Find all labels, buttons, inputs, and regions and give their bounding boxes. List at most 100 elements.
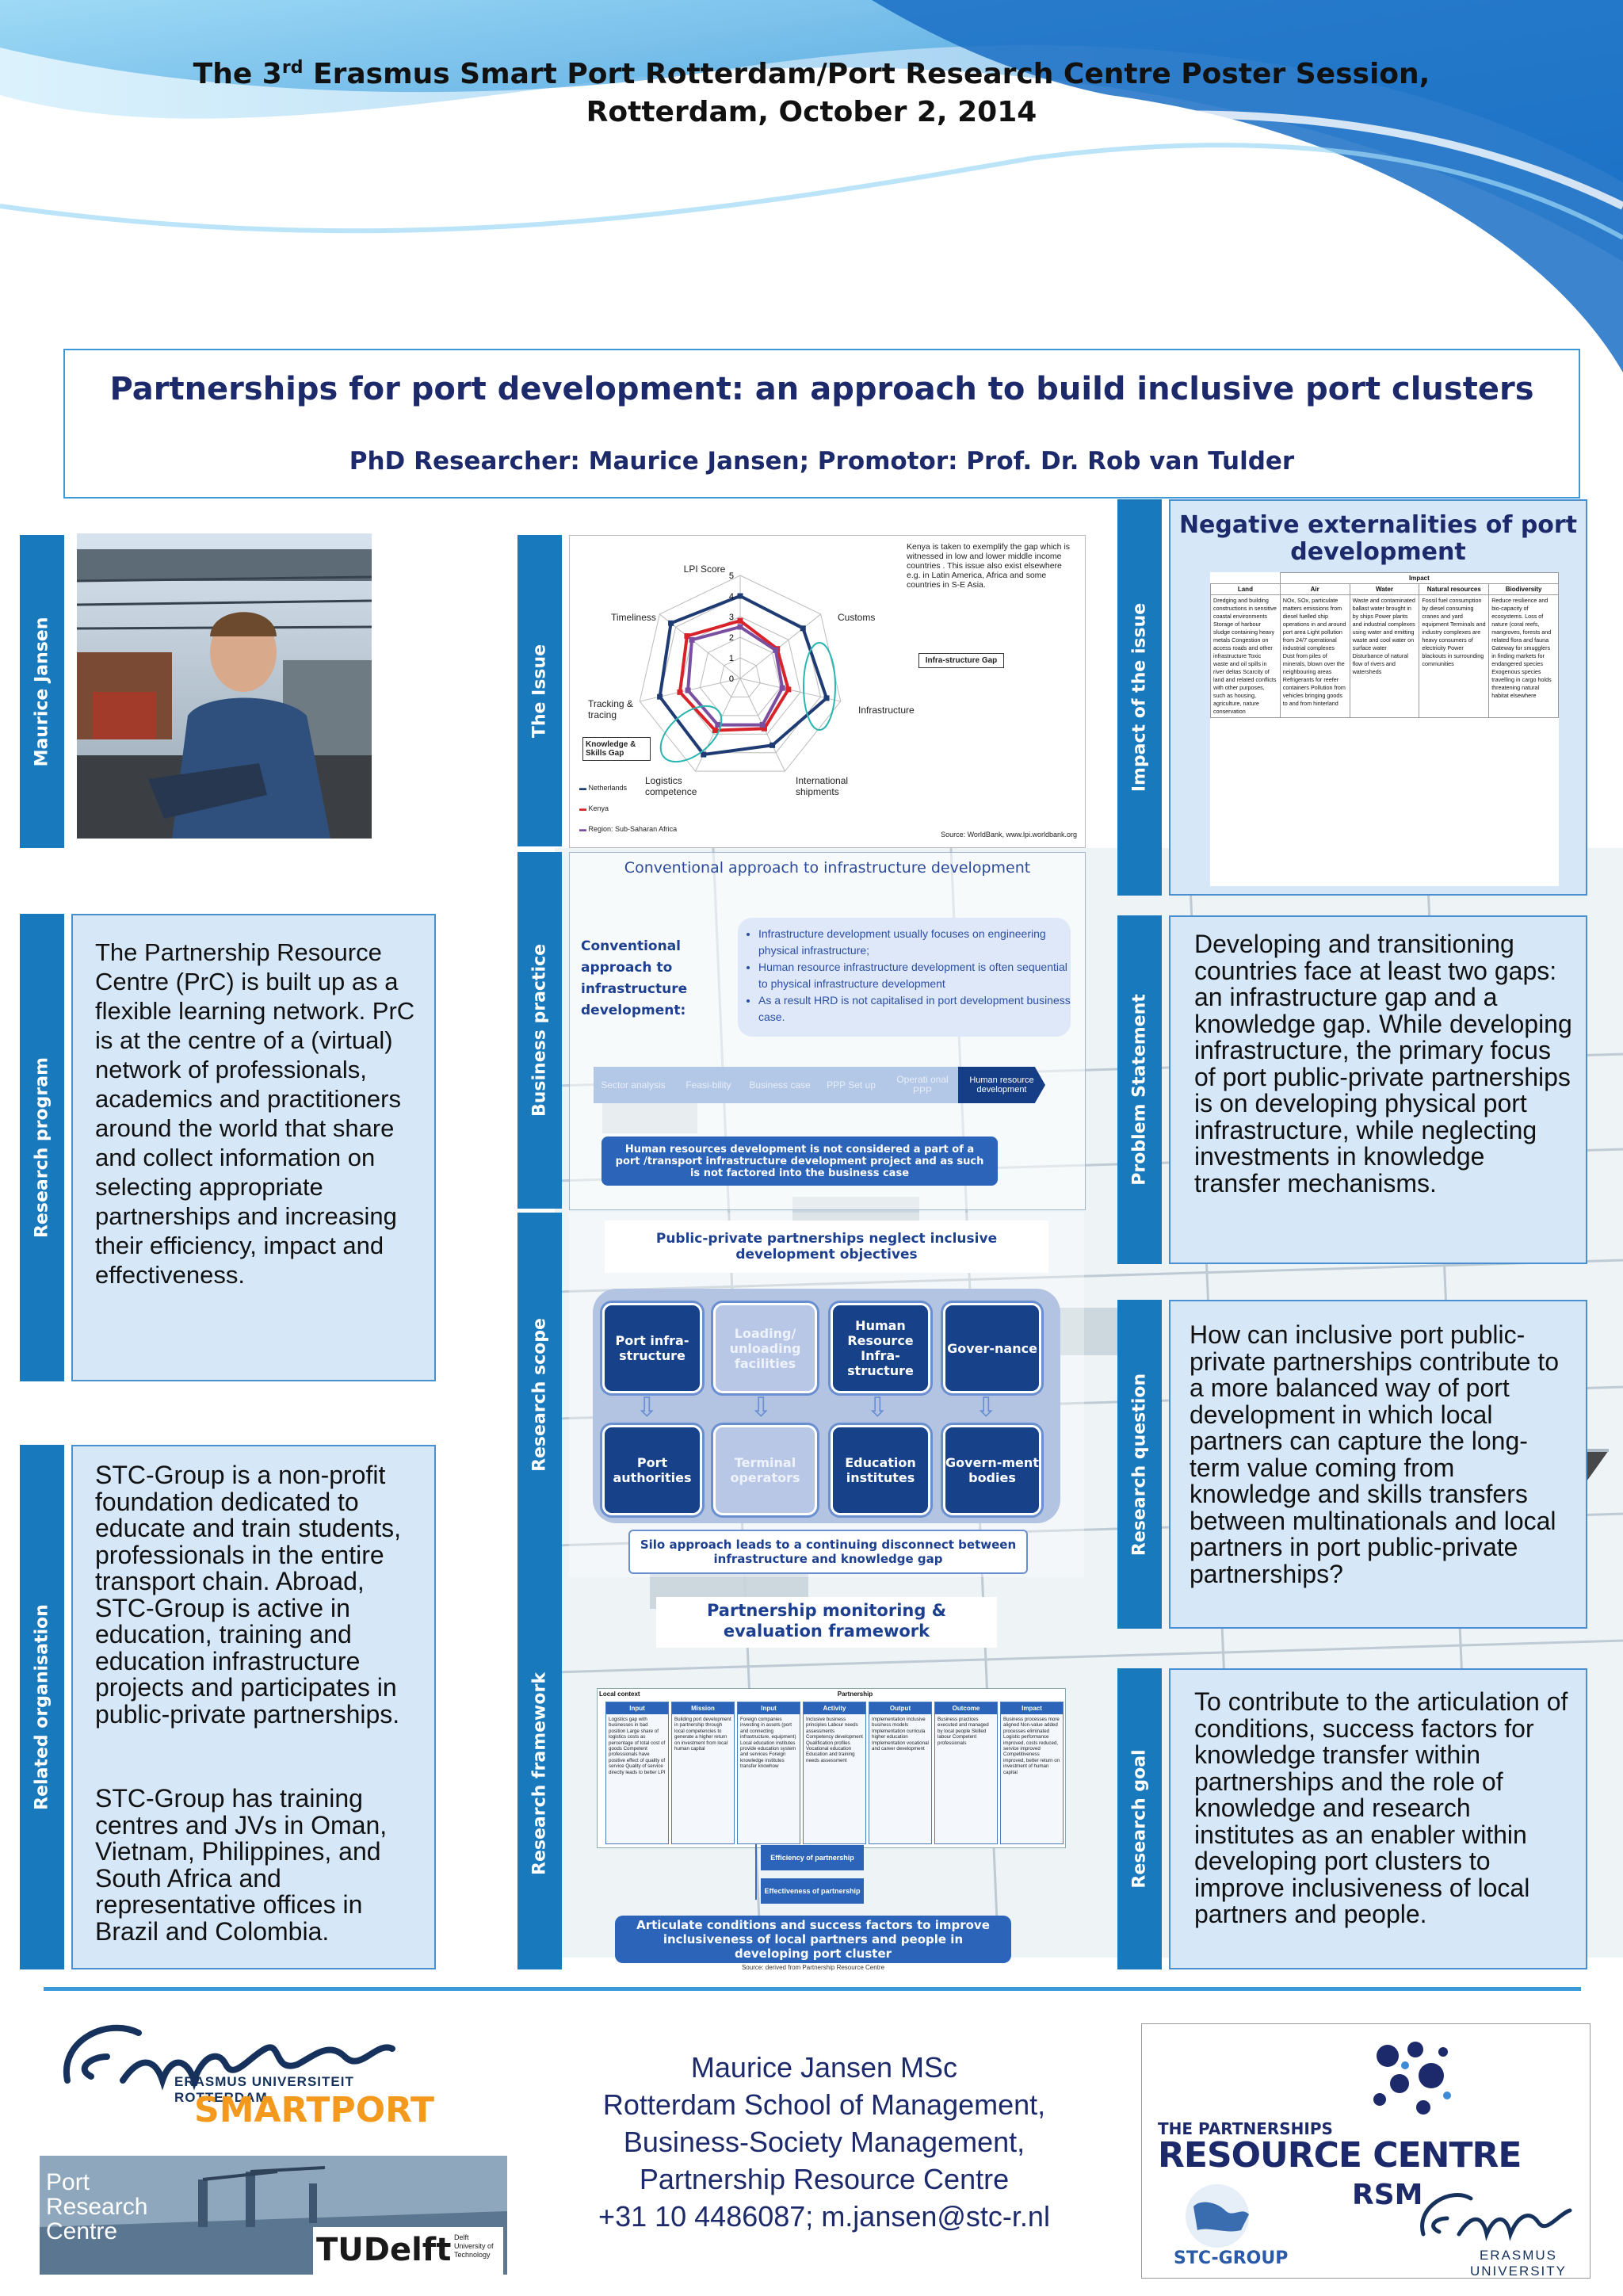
stc-globe-icon — [1186, 2184, 1249, 2248]
erasmus-text: ERASMUS UNIVERSITEIT ROTTERDAM — [174, 2074, 354, 2105]
chip-terminal-operators: Terminal operators — [713, 1425, 817, 1515]
table-cell: Dredging and building constructions in s… — [1210, 594, 1281, 718]
framework-column-header: Activity — [804, 1702, 865, 1714]
table-cell: Fossil fuel consumption by diesel consum… — [1419, 594, 1490, 718]
knowledge-gap-marker — [659, 705, 723, 763]
business-bullet: Infrastructure development usually focus… — [758, 926, 1071, 959]
series-kenya-point — [677, 689, 683, 695]
radar-legend: ▬ Netherlands ▬ Kenya ▬ Region: Sub-Saha… — [579, 777, 677, 839]
contact-school: Rotterdam School of Management, — [602, 2088, 1046, 2121]
chip-loading-facilities: Loading/ unloading facilities — [713, 1303, 817, 1393]
radar-scale-label: 3 — [729, 613, 734, 622]
smartport-text: SMARTPORT — [194, 2090, 435, 2130]
tab-maurice-jansen: Maurice Jansen — [20, 535, 64, 848]
axis-label-lpi: LPI Score — [683, 563, 726, 575]
knowledge-gap-label: Knowledge & Skills Gap — [582, 737, 651, 761]
chip-government-bodies: Govern-ment bodies — [943, 1425, 1041, 1515]
tudelft-text: TUDelft — [316, 2232, 452, 2268]
radar-ring — [639, 575, 842, 772]
series-kenya-point — [712, 728, 718, 734]
contact-centre: Partnership Resource Centre — [639, 2163, 1010, 2195]
prc-molecule-icon — [1373, 2042, 1451, 2115]
erasmus-smartport-logo: ERASMUS UNIVERSITEIT ROTTERDAM SMARTPORT — [44, 2009, 440, 2144]
framework-column-header: Mission — [672, 1702, 734, 1714]
tab-the-issue: The Issue — [517, 535, 562, 846]
problem-statement-panel: Developing and transitioning countries f… — [1169, 915, 1587, 1264]
radar-ring — [720, 657, 761, 697]
table-header-cell: Natural resources — [1419, 583, 1490, 595]
framework-column-header: Outcome — [935, 1702, 997, 1714]
series-africa-point — [685, 687, 691, 693]
chip-governance: Gover-nance — [943, 1303, 1041, 1393]
step-operational-ppp: Operati onal PPP — [887, 1067, 958, 1103]
framework-column-header: Input — [738, 1702, 800, 1714]
radar-scale-label: 2 — [729, 633, 734, 643]
step-sector-analysis: Sector analysis — [594, 1067, 673, 1103]
contact-department: Business-Society Management, — [623, 2126, 1025, 2158]
radar-scale-label: 0 — [729, 674, 734, 684]
framework-partnership: Partnership — [837, 1690, 873, 1698]
step-business-case: Business case — [744, 1067, 815, 1103]
table-header-cell: Land — [1210, 583, 1281, 595]
negative-table-row: Dredging and building constructions in s… — [1210, 594, 1559, 718]
researcher-photo — [77, 533, 372, 839]
header-wave-background — [0, 0, 1623, 372]
tab-research-goal: Research goal — [1117, 1668, 1162, 1969]
chip-port-authorities: Port authorities — [602, 1425, 702, 1515]
footer-divider — [44, 1987, 1581, 1991]
framework-column-text: Implementation inclusive business models… — [872, 1717, 929, 1752]
table-cell: NOx, SOx, particulate matters emissions … — [1279, 594, 1350, 718]
series-africa-point — [737, 624, 743, 630]
legend-africa: ▬ Region: Sub-Saharan Africa — [579, 825, 678, 833]
poster-title: Partnerships for port development: an ap… — [109, 371, 1534, 407]
research-scope-panel: Public-private partnerships neglect incl… — [569, 1213, 1084, 1577]
down-arrows: ⇩ ⇩ ⇩ ⇩ — [602, 1392, 1037, 1423]
series-netherlands-point — [701, 751, 707, 758]
negative-externalities-title: Negative externalities of port developme… — [1178, 511, 1578, 566]
port-research-centre-text: Port Research Centre — [46, 2169, 148, 2244]
axis-label-infrastructure: Infrastructure — [858, 705, 915, 716]
series-africa-point — [715, 722, 721, 728]
related-text-2: STC-Group has training centres and JVs i… — [95, 1784, 388, 1946]
tudelft-sub: Delft University of Technology — [454, 2233, 494, 2259]
table-header-cell: Biodiversity — [1488, 583, 1559, 595]
table-cell: Reduce resilience and bio-capacity of ec… — [1488, 594, 1559, 718]
radar-series — [657, 593, 836, 763]
radar-source: Source: WorldBank, www.lpi.worldbank.org — [941, 831, 1077, 839]
series-netherlands-point — [657, 693, 663, 700]
tab-research-program: Research program — [20, 914, 64, 1381]
research-question-text: How can inclusive port public-private pa… — [1190, 1320, 1560, 1588]
business-warning: Human resources development is not consi… — [601, 1137, 998, 1186]
business-bullet: As a result HRD is not capitalised in po… — [758, 992, 1071, 1026]
series-kenya-point — [684, 633, 690, 640]
table-header-cell: Air — [1279, 583, 1350, 595]
series-netherlands-point — [737, 593, 743, 599]
radar-scale-label: 4 — [729, 592, 734, 602]
legend-kenya: ▬ Kenya — [579, 804, 609, 812]
arrow-down-icon: ⇩ — [975, 1392, 998, 1423]
articulate-box: Articulate conditions and success factor… — [615, 1916, 1011, 1963]
framework-connector — [755, 1844, 757, 1900]
series-kenya-point — [737, 617, 743, 624]
chip-port-infrastructure: Port infra-structure — [602, 1303, 702, 1393]
series-netherlands-line — [658, 594, 829, 757]
effectiveness-box: Effectiveness of partnership — [761, 1878, 864, 1904]
step-human-resource-development: Human resource development — [958, 1067, 1045, 1103]
radar-note: Kenya is taken to exemplify the gap whic… — [907, 542, 1071, 590]
business-label: Conventional approach to infrastructure … — [581, 938, 688, 1018]
series-netherlands-point — [800, 625, 806, 632]
step-feasibility: Feasi-bility — [673, 1067, 744, 1103]
framework-column-header: Input — [606, 1702, 668, 1714]
research-program-panel: The Partnership Resource Centre (PrC) is… — [71, 914, 436, 1381]
series-africa-line — [686, 625, 785, 727]
framework-column-header: Output — [869, 1702, 931, 1714]
series-africa-point — [689, 636, 695, 643]
business-practice-panel: Conventional approach to infrastructure … — [569, 852, 1086, 1210]
arrow-down-icon: ⇩ — [866, 1392, 889, 1423]
